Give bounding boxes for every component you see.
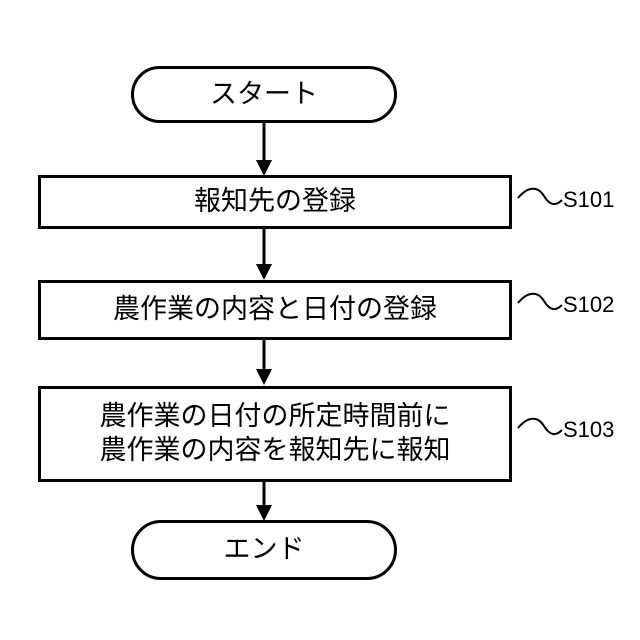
start-terminal: スタート bbox=[131, 66, 397, 123]
step-s102-text: 農作業の内容と日付の登録 bbox=[113, 293, 437, 327]
arrow-s102-to-s103 bbox=[256, 339, 272, 385]
start-label: スタート bbox=[210, 78, 318, 112]
leader-s102 bbox=[518, 294, 562, 309]
step-s101-label: S101 bbox=[563, 188, 614, 212]
leader-s103 bbox=[518, 419, 562, 434]
end-label: エンド bbox=[224, 533, 305, 567]
leader-s101 bbox=[518, 189, 562, 204]
step-s103-text-line2: 農作業の内容を報知先に報知 bbox=[100, 434, 451, 468]
end-terminal: エンド bbox=[131, 520, 397, 580]
step-s103-text-line1: 農作業の日付の所定時間前に bbox=[100, 400, 451, 434]
arrow-start-to-s101 bbox=[256, 120, 272, 176]
step-s102-box: 農作業の内容と日付の登録 bbox=[38, 280, 512, 340]
step-s101-text: 報知先の登録 bbox=[194, 185, 356, 219]
step-s101-box: 報知先の登録 bbox=[38, 175, 512, 229]
arrow-s101-to-s102 bbox=[256, 228, 272, 280]
step-s102-label: S102 bbox=[563, 293, 614, 317]
step-s103-label: S103 bbox=[563, 418, 614, 442]
step-s103-box: 農作業の日付の所定時間前に 農作業の内容を報知先に報知 bbox=[38, 386, 512, 482]
arrow-s103-to-end bbox=[256, 481, 272, 521]
